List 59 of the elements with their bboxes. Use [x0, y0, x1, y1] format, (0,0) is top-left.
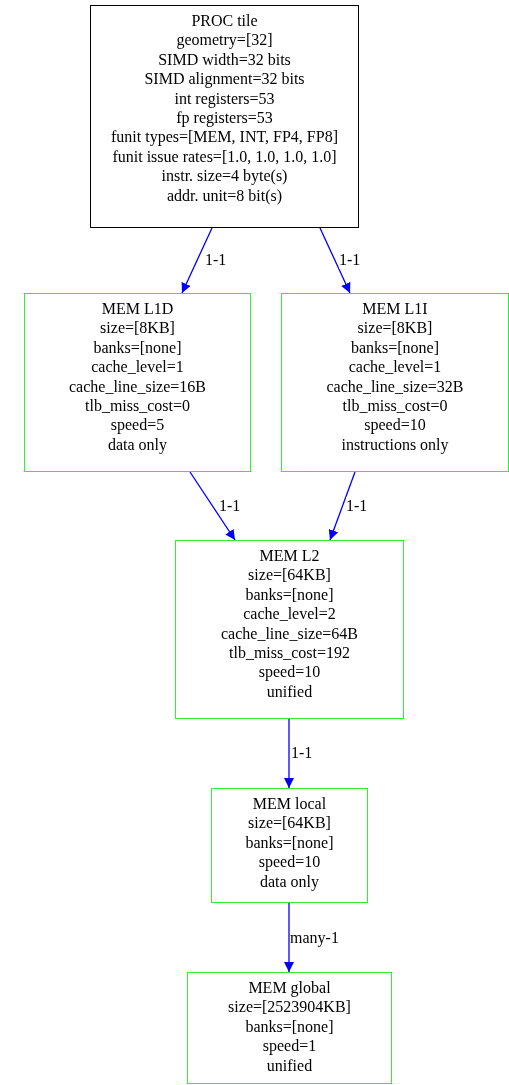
node-text: cache_line_size=64B [220, 623, 359, 644]
node-text: banks=[none] [244, 832, 335, 853]
node-text: speed=10 [257, 852, 322, 872]
node-text: banks=[none] [349, 337, 441, 358]
node-text: cache_line_size=16B [68, 376, 207, 397]
edge-label: many-1 [290, 929, 339, 947]
node-text: banks=[none] [92, 337, 183, 358]
node-text: size=[2523904KB] [227, 997, 352, 1017]
arrow [189, 471, 236, 541]
node-text: funit types=[MEM, INT, FP4, FP8] [110, 127, 339, 147]
memory-node-box [90, 5, 359, 228]
edge-label: 1-1 [339, 251, 361, 269]
memory-node-box [211, 788, 368, 903]
node-text: MEM L1I [361, 299, 429, 319]
node-text: speed=5 [109, 415, 166, 435]
node-text: banks=[none] [244, 584, 335, 605]
node-text: SIMD alignment=32 bits [143, 69, 306, 89]
node-text: unified [265, 681, 314, 702]
node-text: data only [106, 434, 169, 455]
node-text: tlb_miss_cost=0 [84, 396, 191, 416]
node-text: cache_level=1 [90, 357, 185, 377]
node-text: int registers=53 [173, 88, 276, 109]
node-text: banks=[none] [244, 1016, 335, 1037]
node-text: unified [265, 1055, 314, 1076]
node-text: size=[64KB] [247, 813, 332, 833]
node-text: fp registers=53 [175, 108, 274, 128]
node-text: MEM L1D [100, 299, 175, 319]
node-text: cache_level=1 [347, 357, 443, 377]
node-text: size=[8KB] [99, 318, 176, 338]
node-text: data only [258, 871, 321, 892]
node-text: size=[64KB] [247, 565, 332, 585]
node-text: MEM local [251, 794, 328, 814]
node-text: cache_level=2 [242, 604, 337, 624]
node-text: speed=10 [257, 662, 322, 682]
memory-node-box [281, 293, 509, 472]
arrow [328, 471, 356, 541]
node-text: funit issue rates=[1.0, 1.0, 1.0, 1.0] [111, 146, 338, 167]
arrow [319, 227, 351, 294]
node-text: addr. unit=8 bit(s) [165, 185, 284, 206]
arrow [284, 902, 294, 973]
node-text: instructions only [340, 434, 450, 455]
node-text: MEM global [247, 978, 332, 998]
node-text: cache_line_size=32B [325, 376, 465, 397]
node-text: tlb_miss_cost=192 [228, 643, 351, 663]
node-text: geometry=[32] [175, 30, 274, 50]
memory-node-box [175, 540, 404, 719]
arrow [181, 227, 213, 294]
node-text: tlb_miss_cost=0 [341, 396, 449, 416]
arrow [284, 718, 294, 789]
memory-node-box [24, 293, 251, 472]
edge-label: 1-1 [219, 497, 241, 515]
node-text: PROC tile [190, 11, 259, 31]
node-text: speed=10 [363, 415, 427, 435]
node-text: size=[8KB] [356, 318, 434, 338]
memory-node-box [187, 972, 392, 1084]
node-text: speed=1 [261, 1036, 318, 1056]
node-text: MEM L2 [258, 546, 321, 566]
node-text: instr. size=4 byte(s) [160, 166, 289, 186]
node-text: SIMD width=32 bits [157, 49, 292, 70]
